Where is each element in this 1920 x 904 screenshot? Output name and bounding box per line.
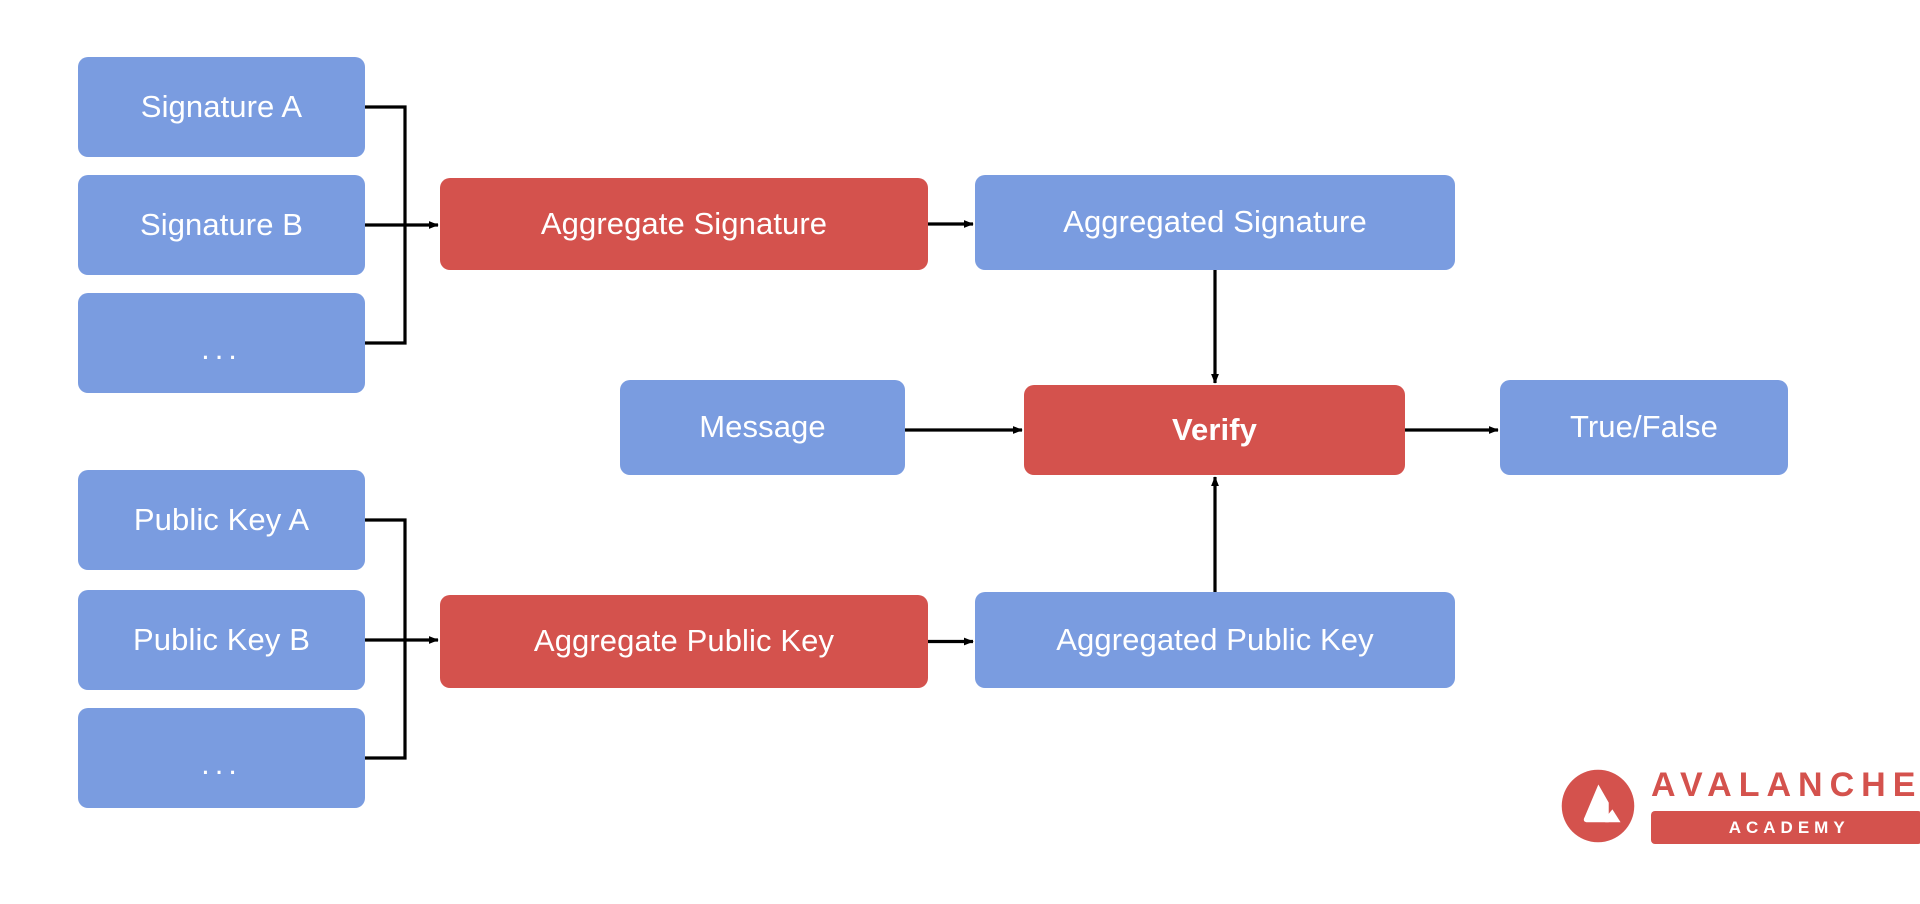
node-aggregate-public-key-op[interactable]: Aggregate Public Key [440,595,928,688]
node-label: Public Key A [133,501,310,537]
node-public-key-a[interactable]: Public Key A [78,470,365,570]
logo-academy-badge: ACADEMY [1651,811,1920,844]
node-label: ... [201,745,242,781]
edge-signature-more [365,225,407,345]
node-public-key-more[interactable]: ... [78,708,365,808]
node-aggregated-public-key[interactable]: Aggregated Public Key [975,592,1455,688]
node-label: ... [201,330,242,366]
logo-text-block: AVALANCHE ACADEMY [1651,768,1920,844]
edge-public-key-more [365,640,407,760]
node-label: Message [699,409,826,445]
node-label: Signature B [139,206,304,242]
avalanche-academy-logo: AVALANCHE ACADEMY [1561,768,1920,844]
node-label: Public Key B [133,621,310,657]
node-true-false[interactable]: True/False [1500,380,1788,475]
node-label: True/False [1569,409,1718,445]
avalanche-triangle-mark-icon [1561,769,1635,843]
node-aggregated-signature[interactable]: Aggregated Signature [975,175,1455,270]
node-label: Aggregate Signature [540,205,828,241]
node-public-key-b[interactable]: Public Key B [78,590,365,690]
node-signature-b[interactable]: Signature B [78,175,365,275]
node-label: Aggregated Public Key [1056,621,1374,657]
edge-public-key-a [365,518,407,640]
logo-wordmark: AVALANCHE [1651,766,1920,804]
node-label: Signature A [140,88,303,124]
node-signature-a[interactable]: Signature A [78,57,365,157]
node-message[interactable]: Message [620,380,905,475]
node-verify[interactable]: Verify [1024,385,1405,475]
node-signature-more[interactable]: ... [78,293,365,393]
node-label: Verify [1171,411,1258,447]
node-label: Aggregated Signature [1063,204,1367,240]
edge-signature-a [365,105,407,225]
node-label: Aggregate Public Key [533,623,835,659]
node-aggregate-signature-op[interactable]: Aggregate Signature [440,178,928,270]
